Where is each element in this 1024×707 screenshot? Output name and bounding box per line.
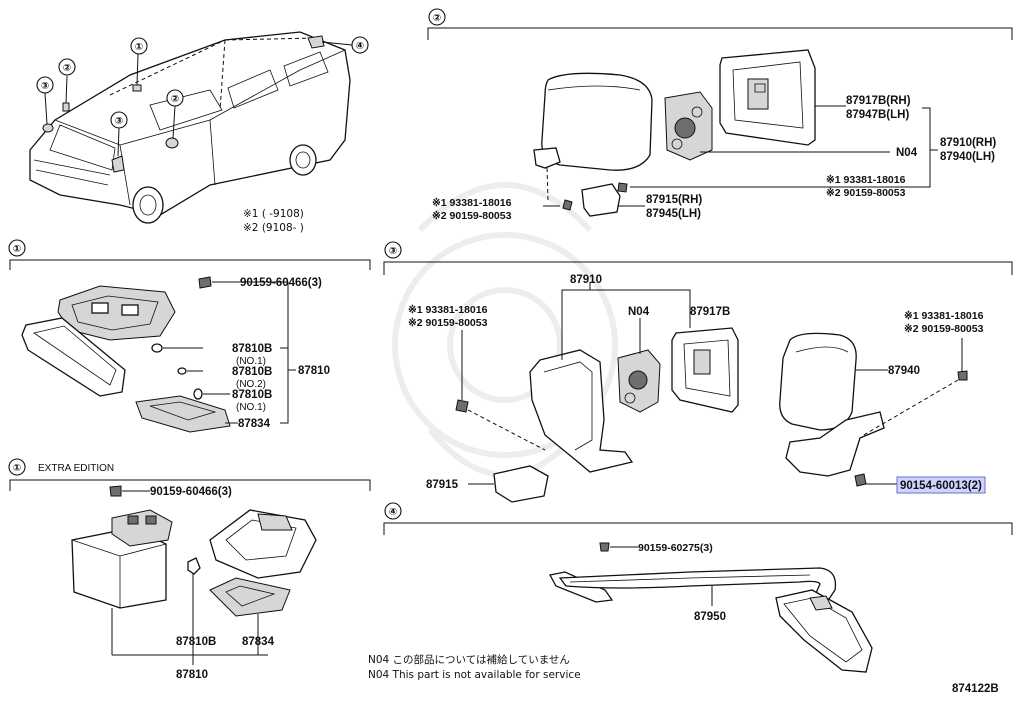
overview-legend-2: ※2 (9108- ) <box>243 222 304 234</box>
section-4: ④ 90159-60275(3) 87950 <box>383 502 1013 673</box>
s3-label-87910: 87910 <box>570 274 602 286</box>
label-87947b-lh: 87947B(LH) <box>846 109 909 121</box>
overview-marker-2b: ② <box>171 94 179 105</box>
s3-label-87940: 87940 <box>888 365 920 377</box>
overview-marker-3a: ③ <box>41 81 49 92</box>
s3-label-n04: N04 <box>628 306 650 318</box>
note-japanese: N04 この部品については補給していません <box>368 653 570 666</box>
label-s1-93381-left: ※1 93381-18016 <box>432 197 512 209</box>
label-87910-rh: 87910(RH) <box>940 137 996 149</box>
s1-label-87810: 87810 <box>298 365 330 377</box>
section-2-marker: ② <box>433 13 441 24</box>
label-87915-rh: 87915(RH) <box>646 194 702 206</box>
s1x-label-87810b: 87810B <box>176 636 216 648</box>
s1-label-87834: 87834 <box>238 418 271 430</box>
s3-label-87917b: 87917B <box>690 306 730 318</box>
label-87945-lh: 87945(LH) <box>646 208 701 220</box>
overview-marker-3b: ③ <box>115 116 123 127</box>
section-1-extra-edition: ① EXTRA EDITION 90159-60466(3) 87810B 87… <box>8 458 371 681</box>
section-4-marker: ④ <box>389 507 397 518</box>
label-s2-90159-right: ※2 90159-80053 <box>826 187 906 199</box>
s4-label-87950: 87950 <box>694 611 726 623</box>
s4-label-screw: 90159-60275(3) <box>638 542 713 554</box>
section-1x-marker: ① <box>13 463 21 474</box>
overview-marker-2a: ② <box>63 63 71 74</box>
section-1-marker: ① <box>13 244 21 255</box>
label-s1-93381-right: ※1 93381-18016 <box>826 174 906 186</box>
s1-label-no1-a: (NO.1) <box>236 356 266 367</box>
s1x-label-screw: 90159-60466(3) <box>150 486 232 498</box>
s1x-label-87834: 87834 <box>242 636 275 648</box>
overview-van: ① ② ③ ③ ② ④ ※1 ( -9108) ※2 (9108- ) <box>29 31 369 234</box>
label-s2-90159-left: ※2 90159-80053 <box>432 210 512 222</box>
s3-label-90154-60013[interactable]: 90154-60013(2) <box>900 480 982 492</box>
s3-label-87915: 87915 <box>426 479 459 491</box>
s1-label-87810b-a: 87810B <box>232 343 272 355</box>
s1x-label-87810: 87810 <box>176 669 208 681</box>
section-1: ① 90159-60466(3) 87810B (NO.1) 87810B <box>8 239 371 433</box>
diagram-id: 874122B <box>952 683 999 695</box>
section-3: ③ 87910 N04 87917B ※1 93381-18016 ※2 901… <box>383 241 1013 503</box>
s3-label-s2-left: ※2 90159-80053 <box>408 317 488 329</box>
section-3-marker: ③ <box>389 246 397 257</box>
section-1x-title: EXTRA EDITION <box>38 463 114 474</box>
s1-label-no1-b: (NO.1) <box>236 402 266 413</box>
note-english: N04 This part is not available for servi… <box>368 669 581 681</box>
section-2: ② 87917B(RH) 87947B(LH) N04 87910(RH <box>427 8 1013 222</box>
overview-marker-1: ① <box>135 42 143 53</box>
s1-label-87810b-c: 87810B <box>232 389 272 401</box>
s1-label-87810b-b: 87810B <box>232 366 272 378</box>
label-87917b-rh: 87917B(RH) <box>846 95 911 107</box>
label-n04: N04 <box>896 147 918 159</box>
highlight-box[interactable] <box>896 476 986 494</box>
s3-label-s1-left: ※1 93381-18016 <box>408 304 488 316</box>
s1-label-screw: 90159-60466(3) <box>240 277 322 289</box>
overview-legend-1: ※1 ( -9108) <box>243 208 304 220</box>
s3-label-s1-right: ※1 93381-18016 <box>904 310 984 322</box>
s1-label-no2: (NO.2) <box>236 379 266 390</box>
label-87940-lh: 87940(LH) <box>940 151 995 163</box>
overview-marker-4: ④ <box>356 41 364 52</box>
s3-label-s2-right: ※2 90159-80053 <box>904 323 984 335</box>
